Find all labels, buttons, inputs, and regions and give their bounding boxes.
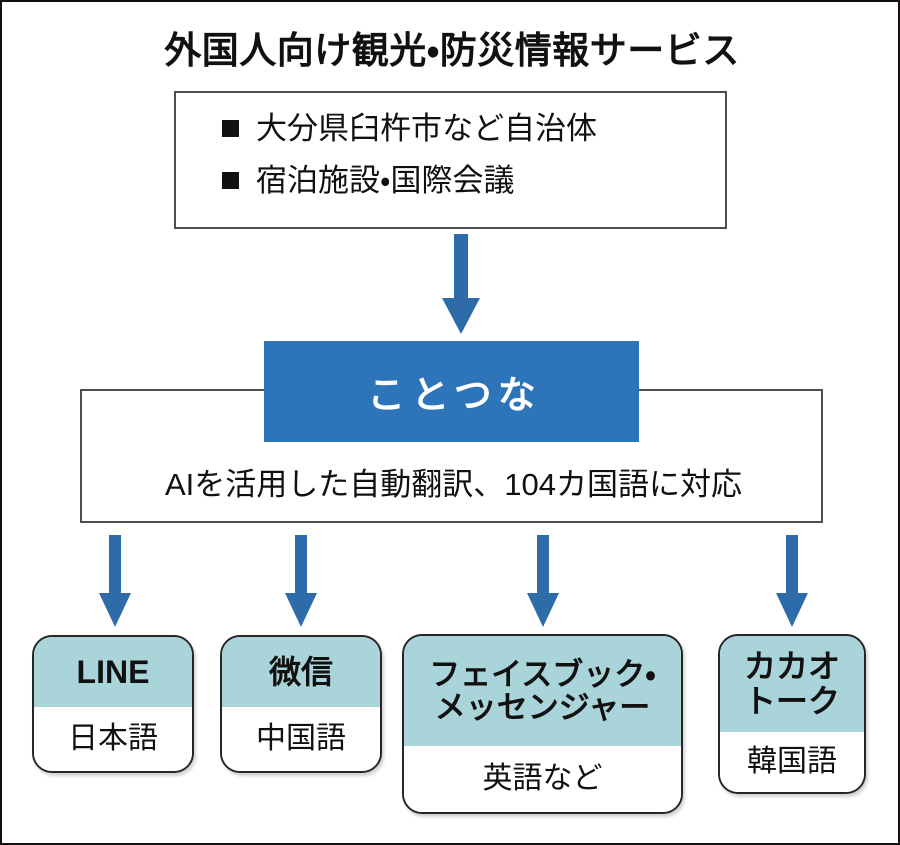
arrow-down-icon-channel-3 <box>776 535 808 627</box>
arrow-head <box>285 593 317 627</box>
channel-language: 韓国語 <box>747 745 837 779</box>
arrow-shaft <box>109 535 121 597</box>
channel-card-body: 英語など <box>404 746 681 812</box>
channel-card-kakaotalk: カカオトーク 韓国語 <box>718 634 866 794</box>
bullet-item: 宿泊施設・国際会議 <box>222 165 515 196</box>
channel-card-header: 微信 <box>222 637 380 707</box>
channel-card-header: LINE <box>34 637 192 707</box>
source-box: 大分県臼杵市など自治体 宿泊施設・国際会議 <box>174 91 727 229</box>
channel-name: LINE <box>76 653 150 690</box>
channel-card-facebook-messenger: フェイスブック・メッセンジャー 英語など <box>402 634 683 814</box>
channel-card-body: 中国語 <box>222 707 380 771</box>
arrow-head <box>527 593 559 627</box>
bullet-square-icon <box>222 172 239 189</box>
page-title: 外国人向け観光・防災情報サービス <box>164 30 740 71</box>
bullet-item-label: 大分県臼杵市など自治体 <box>256 111 597 146</box>
arrow-shaft <box>454 234 468 302</box>
arrow-down-icon <box>442 234 480 334</box>
bullet-item-label: 宿泊施設・国際会議 <box>256 163 515 198</box>
channel-language: 中国語 <box>256 722 346 756</box>
service-description: AIを活用した自動翻訳、104カ国語に対応 <box>164 467 742 502</box>
channel-card-weixin: 微信 中国語 <box>220 635 382 773</box>
channel-card-line: LINE 日本語 <box>32 635 194 773</box>
arrow-down-icon-channel-0 <box>99 535 131 627</box>
brand-label: ことつな <box>367 375 542 417</box>
arrow-head <box>776 593 808 627</box>
arrow-shaft <box>537 535 549 597</box>
arrow-down-icon-channel-1 <box>285 535 317 627</box>
arrow-shaft <box>295 535 307 597</box>
channel-card-header: カカオトーク <box>720 636 864 732</box>
channel-card-header: フェイスブック・メッセンジャー <box>404 636 681 746</box>
channel-language: 日本語 <box>68 722 158 756</box>
channel-name: 微信 <box>268 653 333 690</box>
channel-language: 英語など <box>482 762 603 796</box>
channel-name: フェイスブック・メッセンジャー <box>429 656 656 725</box>
arrow-head <box>99 593 131 627</box>
arrow-down-icon-channel-2 <box>527 535 559 627</box>
bullet-square-icon <box>222 120 239 137</box>
channel-name: カカオトーク <box>743 648 840 719</box>
arrow-shaft <box>786 535 798 597</box>
bullet-item: 大分県臼杵市など自治体 <box>222 113 597 144</box>
channel-card-body: 日本語 <box>34 707 192 771</box>
brand-box: ことつな <box>264 341 639 442</box>
channel-card-body: 韓国語 <box>720 732 864 792</box>
arrow-head <box>442 298 480 334</box>
